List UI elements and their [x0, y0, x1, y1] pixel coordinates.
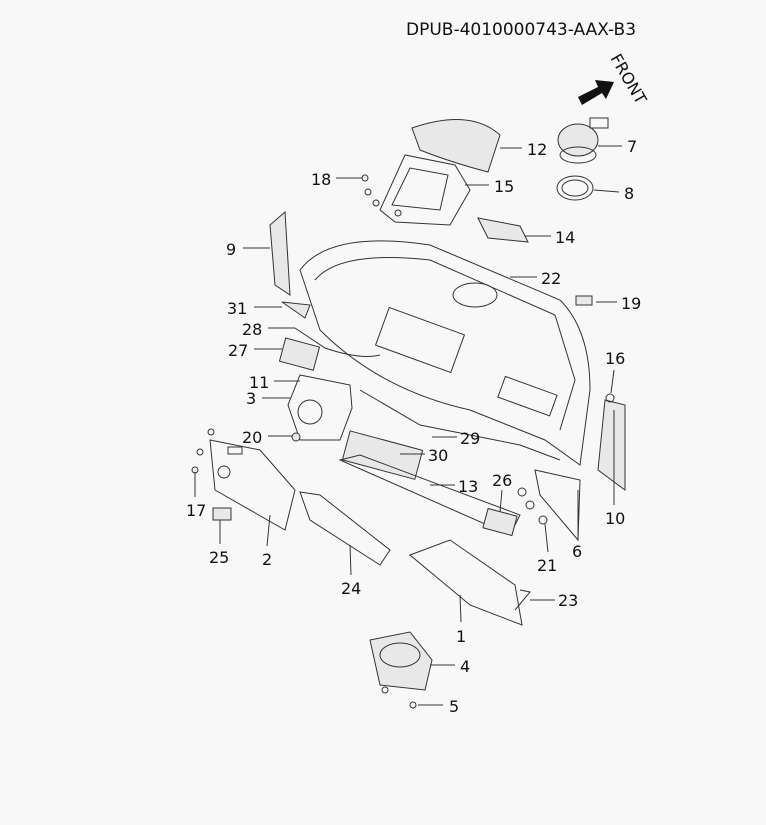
side-panel-9 — [269, 210, 291, 296]
clip-19 — [575, 295, 593, 306]
connector-25 — [212, 507, 232, 521]
bracket-6 — [534, 469, 581, 542]
screws-17 — [191, 428, 215, 474]
callout-23: 23 — [558, 591, 578, 610]
callout-26: 26 — [492, 471, 512, 490]
clips-21 — [517, 487, 548, 525]
callout-1: 1 — [456, 627, 466, 646]
callout-3: 3 — [246, 389, 256, 408]
side-cover-10 — [597, 399, 626, 491]
front-arrow-icon — [578, 80, 614, 105]
callout-22: 22 — [541, 269, 561, 288]
callout-7: 7 — [627, 137, 637, 156]
callout-2: 2 — [262, 550, 272, 569]
callout-15: 15 — [494, 177, 514, 196]
leader-lines — [194, 145, 622, 706]
wire-29 — [359, 389, 561, 461]
instrument-cover-12 — [411, 119, 501, 173]
lower-panel-2 — [209, 439, 296, 531]
bolt-16 — [605, 393, 615, 403]
garnish-13 — [338, 454, 521, 536]
callout-25: 25 — [209, 548, 229, 567]
callout-11: 11 — [249, 373, 269, 392]
callout-5: 5 — [449, 697, 459, 716]
vent-30 — [341, 430, 424, 480]
callout-28: 28 — [242, 320, 262, 339]
callout-14: 14 — [555, 228, 575, 247]
bracket-24 — [299, 491, 391, 566]
callout-20: 20 — [242, 428, 262, 447]
callout-4: 4 — [460, 657, 470, 676]
callout-29: 29 — [460, 429, 480, 448]
callout-27: 27 — [228, 341, 248, 360]
callout-13: 13 — [458, 477, 478, 496]
ring-8 — [556, 175, 594, 201]
vent-26 — [482, 507, 518, 537]
crash-pad-22 — [299, 240, 591, 466]
vent-27 — [278, 337, 321, 371]
cluster-housing-15 — [379, 154, 471, 226]
trim-14 — [477, 217, 529, 243]
callout-21: 21 — [537, 556, 557, 575]
wire-28 — [294, 327, 381, 357]
callout-10: 10 — [605, 509, 625, 528]
callout-17: 17 — [186, 501, 206, 520]
callout-6: 6 — [572, 542, 582, 561]
speaker-7 — [557, 117, 609, 164]
front-label: FRONT — [607, 51, 651, 108]
glove-box-1 — [409, 539, 523, 626]
nuts-5 — [381, 686, 417, 709]
trim-31 — [281, 301, 311, 319]
callout-8: 8 — [624, 184, 634, 203]
damper-23 — [514, 589, 531, 611]
callout-19: 19 — [621, 294, 641, 313]
screws-18 — [361, 174, 402, 217]
diagram-code: DPUB-4010000743-AAX-B3 — [406, 20, 637, 40]
column-shroud-11-3 — [287, 374, 353, 441]
callout-9: 9 — [226, 240, 236, 259]
callout-18: 18 — [311, 170, 331, 189]
clip-20 — [291, 432, 301, 442]
callout-30: 30 — [428, 446, 448, 465]
callout-31: 31 — [227, 299, 247, 318]
airbag-4 — [369, 631, 433, 691]
callout-16: 16 — [605, 349, 625, 368]
callout-12: 12 — [527, 140, 547, 159]
callout-24: 24 — [341, 579, 361, 598]
